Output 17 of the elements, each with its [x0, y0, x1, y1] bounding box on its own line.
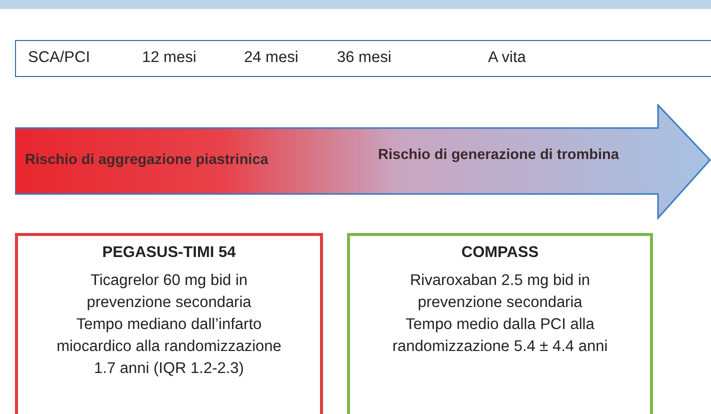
- timeline-label: 24 mesi: [244, 49, 298, 67]
- arrow-label: Rischio di generazione di trombina: [378, 147, 619, 163]
- card-text: Tempo mediano dall’infarto miocardico alla randomizzazione 1.7 anni (IQR 1.2-2.3): [56, 315, 282, 379]
- card-text: Ticagrelor 60 mg bid in prevenzione secondaria: [86, 271, 252, 313]
- timeline-label: 36 mesi: [337, 49, 392, 67]
- study-card: [347, 233, 653, 414]
- card-text: Tempo medio dalla PCI alla randomizzazione 5.4 ± 4.4 anni: [391, 315, 609, 357]
- arrow-label: Rischio di aggregazione piastrinica: [25, 152, 268, 168]
- card-heading: COMPASS: [460, 243, 540, 263]
- card-heading: PEGASUS-TIMI 54: [101, 243, 237, 263]
- timeline-bar: [15, 40, 711, 77]
- study-card: [15, 233, 323, 414]
- card-text: Rivaroxaban 2.5 mg bid in prevenzione secondaria: [408, 271, 592, 313]
- timeline-label: 12 mesi: [142, 49, 196, 67]
- timeline-label: SCA/PCI: [28, 49, 90, 67]
- gradient-arrow: [15, 104, 711, 220]
- timeline-label: A vita: [488, 49, 526, 67]
